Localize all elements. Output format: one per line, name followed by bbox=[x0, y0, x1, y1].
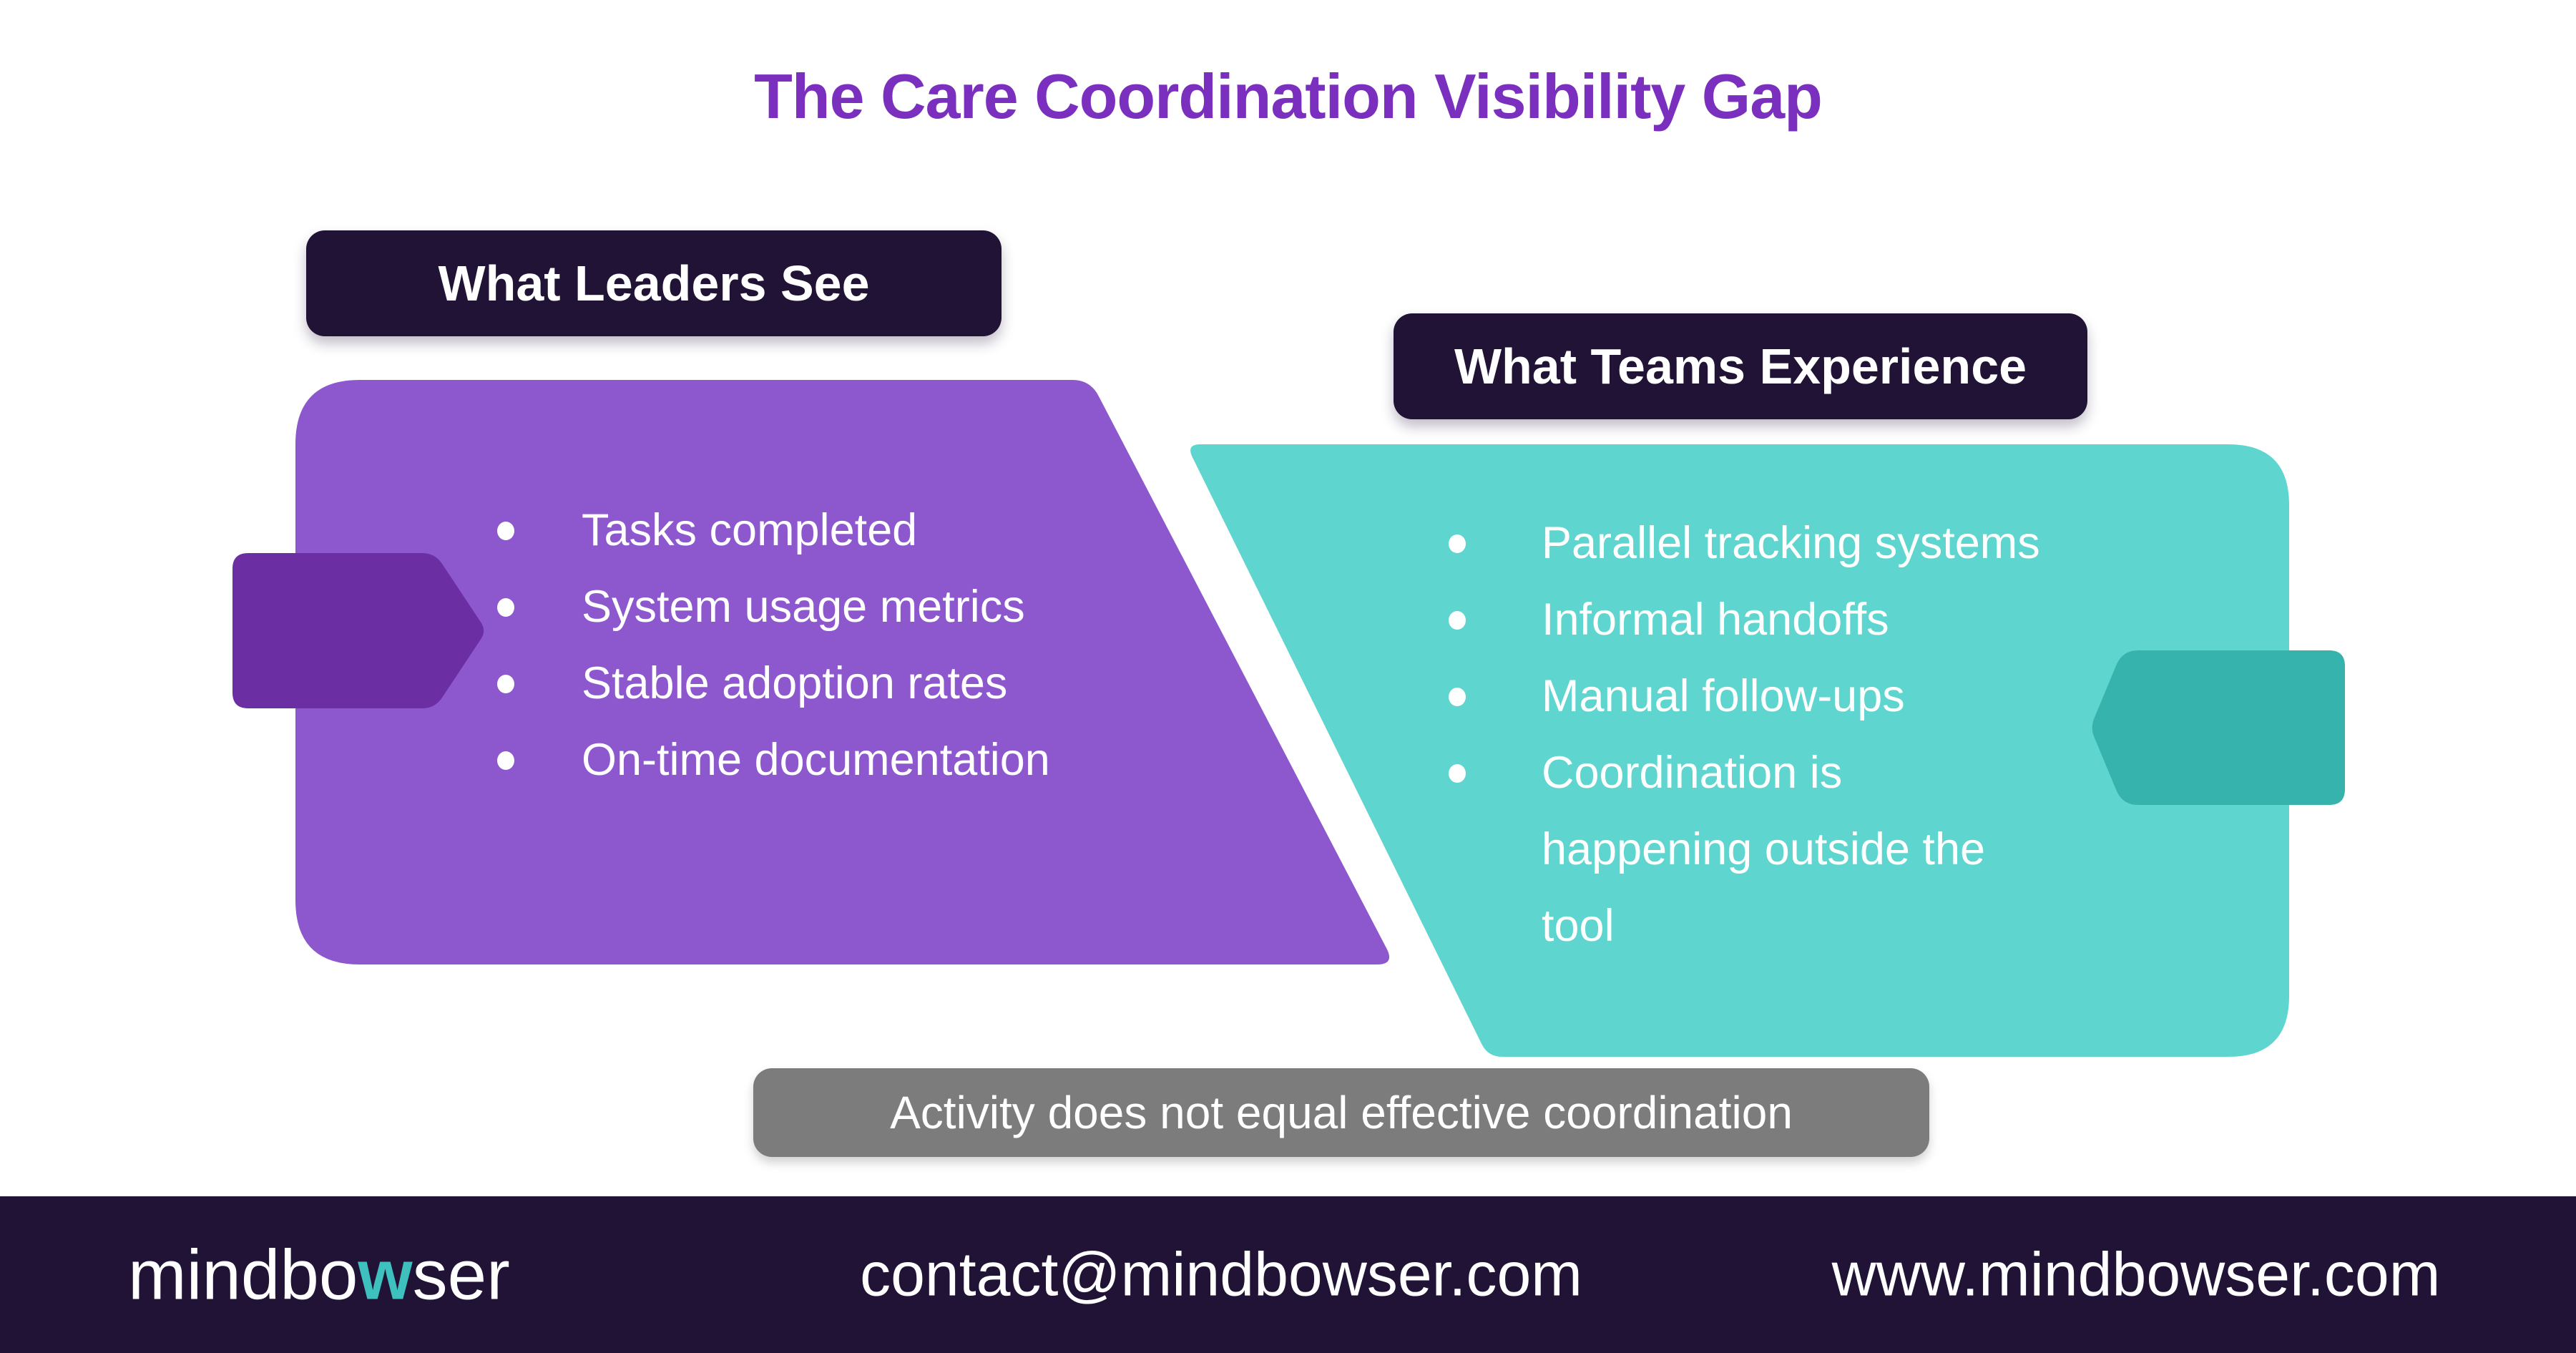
leaders-tag-shape bbox=[232, 553, 484, 708]
leaders-panel-shape bbox=[295, 380, 1390, 964]
website-url: www.mindbowser.com bbox=[1831, 1240, 2441, 1309]
contact-email: contact@mindbowser.com bbox=[860, 1240, 1582, 1309]
teams-list: Parallel tracking systems Informal hando… bbox=[1449, 505, 2164, 964]
list-item: Stable adoption rates bbox=[497, 645, 1284, 722]
logo-prefix: mindbo bbox=[128, 1235, 358, 1314]
footer: mindbowser contact@mindbowser.com www.mi… bbox=[0, 1196, 2576, 1353]
list-item: Tasks completed bbox=[497, 492, 1284, 569]
logo-suffix: ser bbox=[412, 1235, 510, 1314]
teams-tag-shape bbox=[2092, 650, 2345, 805]
list-item: Coordination is happening outside the to… bbox=[1449, 735, 2164, 964]
leaders-badge: What Leaders See bbox=[306, 230, 1001, 336]
mindbowser-logo: mindbowser bbox=[128, 1234, 510, 1315]
leaders-list: Tasks completed System usage metrics Sta… bbox=[497, 492, 1284, 798]
logo-accent-w: w bbox=[358, 1235, 413, 1314]
list-item: Manual follow-ups bbox=[1449, 658, 2164, 735]
teams-panel-shape bbox=[1190, 444, 2289, 1057]
leaders-badge-label: What Leaders See bbox=[438, 255, 870, 311]
list-item: On-time documentation bbox=[497, 722, 1284, 798]
list-item: Informal handoffs bbox=[1449, 582, 2164, 658]
list-item: Parallel tracking systems bbox=[1449, 505, 2164, 582]
list-item: System usage metrics bbox=[497, 569, 1284, 645]
conclusion-banner: Activity does not equal effective coordi… bbox=[753, 1068, 1929, 1157]
conclusion-banner-label: Activity does not equal effective coordi… bbox=[890, 1087, 1793, 1138]
teams-badge-label: What Teams Experience bbox=[1454, 338, 2027, 394]
page-title: The Care Coordination Visibility Gap bbox=[754, 61, 1823, 132]
teams-badge: What Teams Experience bbox=[1394, 313, 2087, 419]
